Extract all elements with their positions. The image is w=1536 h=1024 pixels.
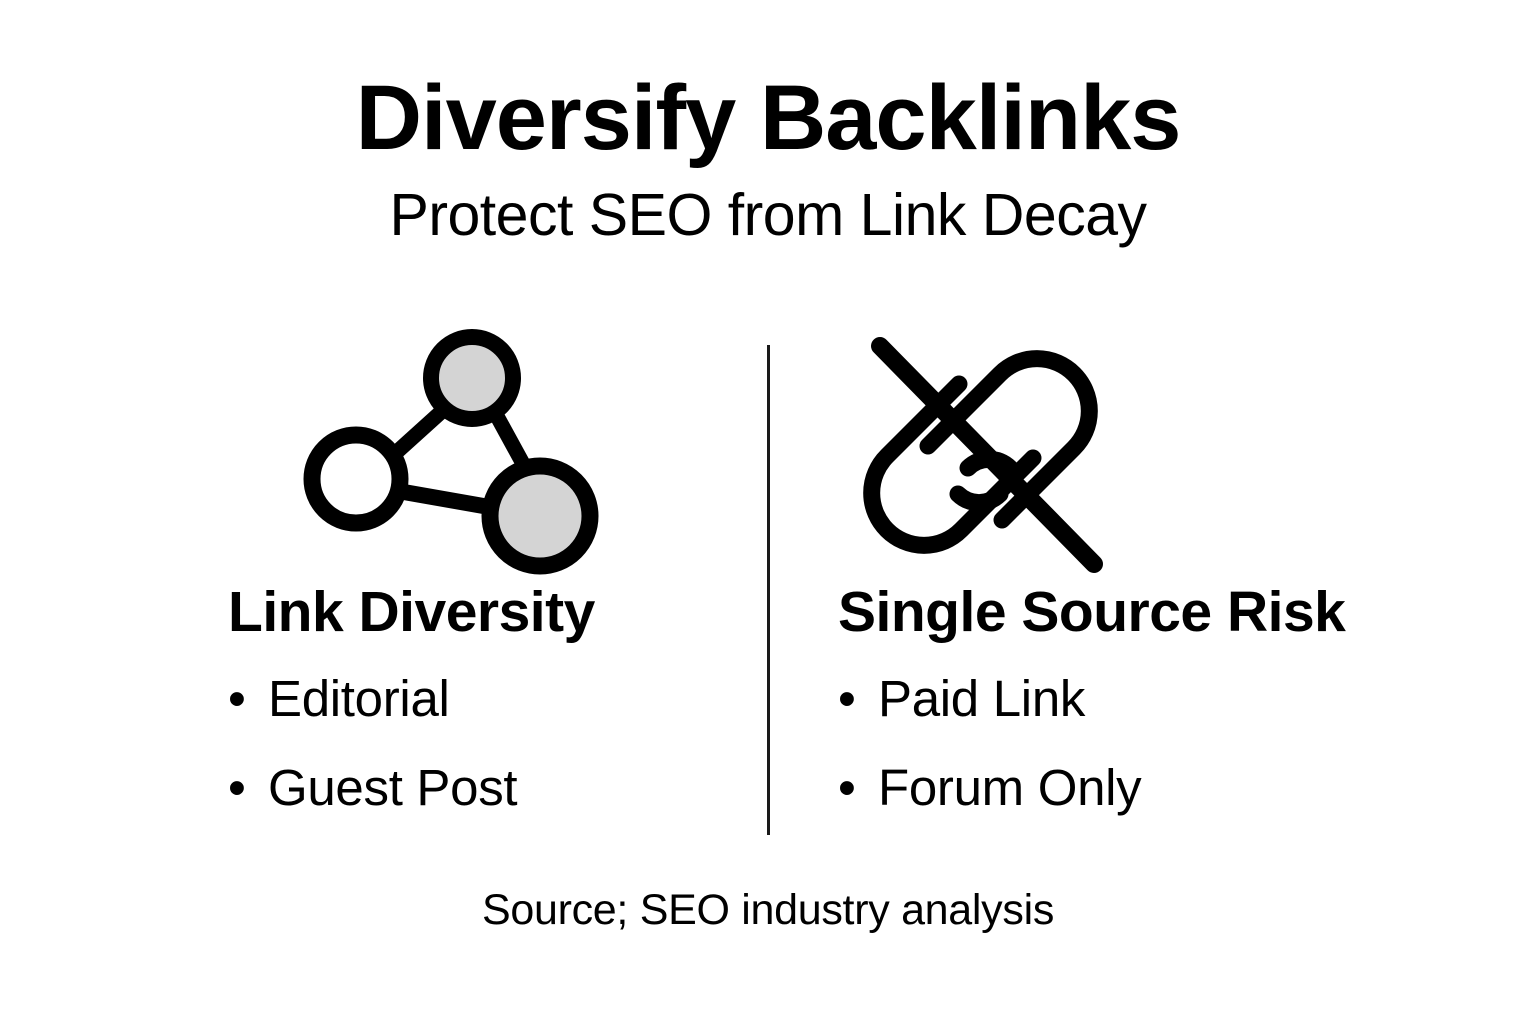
page-title: Diversify Backlinks <box>355 67 1182 169</box>
bullet-list-link-diversity: • Editorial • Guest Post <box>140 673 800 813</box>
slash-stroke <box>871 337 1103 573</box>
icon-container-right <box>790 318 1450 580</box>
list-item: • Editorial <box>228 673 800 724</box>
comparison-columns: Link Diversity • Editorial • Guest Post <box>0 318 1536 858</box>
bullet-dot-icon: • <box>838 670 856 727</box>
bullet-dot-icon: • <box>838 759 856 816</box>
bullet-list-single-source-risk: • Paid Link • Forum Only <box>790 673 1450 813</box>
page-subtitle: Protect SEO from Link Decay <box>389 182 1147 248</box>
column-heading-single-source-risk: Single Source Risk <box>838 580 1346 644</box>
network-nodes-icon <box>303 329 599 575</box>
list-item: • Paid Link <box>838 673 1450 724</box>
column-divider <box>767 345 770 835</box>
list-item-label: Paid Link <box>878 670 1086 727</box>
list-item-label: Guest Post <box>268 759 518 816</box>
list-item: • Forum Only <box>838 762 1450 813</box>
icon-container-left <box>140 318 800 580</box>
header: Diversify Backlinks Protect SEO from Lin… <box>0 72 1536 245</box>
list-item-label: Editorial <box>268 670 450 727</box>
bullet-dot-icon: • <box>228 670 246 727</box>
source-note: Source; SEO industry analysis <box>481 886 1055 934</box>
column-heading-link-diversity: Link Diversity <box>228 580 595 644</box>
column-link-diversity: Link Diversity • Editorial • Guest Post <box>140 318 800 858</box>
bullet-dot-icon: • <box>228 759 246 816</box>
list-item-label: Forum Only <box>878 759 1142 816</box>
column-single-source-risk: Single Source Risk • Paid Link • Forum O… <box>790 318 1450 858</box>
list-item: • Guest Post <box>228 762 800 813</box>
broken-link-icon <box>863 337 1103 573</box>
